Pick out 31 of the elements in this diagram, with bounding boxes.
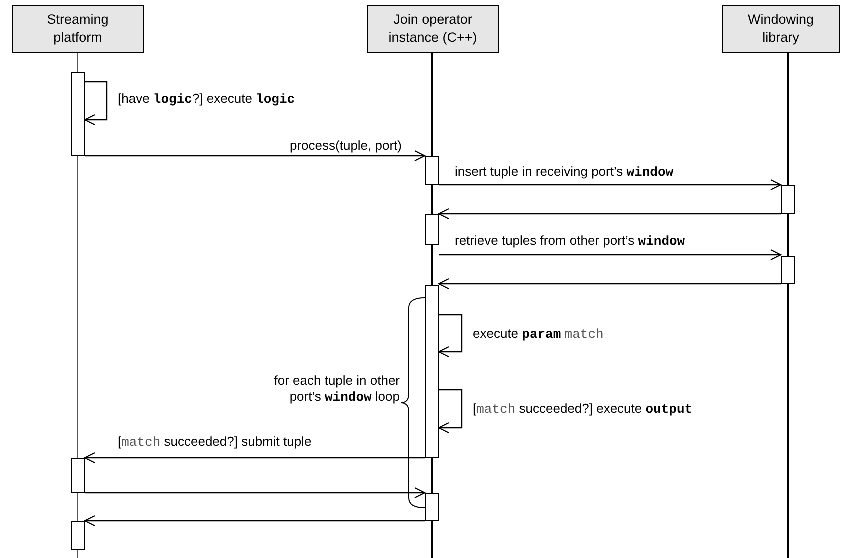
- activation-bar: [71, 458, 85, 493]
- message-label: execute param match: [473, 326, 604, 343]
- message-label: insert tuple in receiving port’s window: [455, 164, 674, 181]
- message-label: [have logic?] execute logic: [118, 91, 296, 108]
- message-label: process(tuple, port): [290, 138, 402, 154]
- message-label: [match succeeded?] submit tuple: [118, 434, 312, 451]
- loop-label: for each tuple in other port’s window loop: [273, 373, 400, 406]
- message-arrow: [85, 487, 426, 499]
- activation-bar: [425, 214, 439, 245]
- activation-bar: [425, 285, 439, 458]
- activation-bar: [781, 256, 795, 284]
- message-arrow: [438, 278, 781, 290]
- activation-bar: [425, 156, 439, 185]
- self-message-arrow: [438, 314, 463, 358]
- message-arrow: [438, 208, 781, 220]
- activation-bar: [71, 521, 85, 550]
- activation-bar: [781, 185, 795, 214]
- message-label: [match succeeded?] execute output: [473, 401, 693, 418]
- message-arrow: [439, 179, 782, 191]
- message-arrow: [85, 150, 426, 162]
- activation-bar: [425, 493, 439, 521]
- activation-bar: [71, 72, 85, 156]
- message-label: retrieve tuples from other port’s window: [455, 233, 686, 250]
- message-arrow: [439, 249, 782, 261]
- self-message-arrow: [438, 389, 463, 434]
- lifeline-head-box: Windowing library: [722, 5, 840, 53]
- lifeline-head-box: Streaming platform: [12, 5, 144, 53]
- message-arrow: [84, 515, 425, 527]
- lifeline-head-box: Join operator instance (C++): [367, 5, 499, 53]
- self-message-arrow: [84, 81, 108, 126]
- message-arrow: [84, 452, 425, 464]
